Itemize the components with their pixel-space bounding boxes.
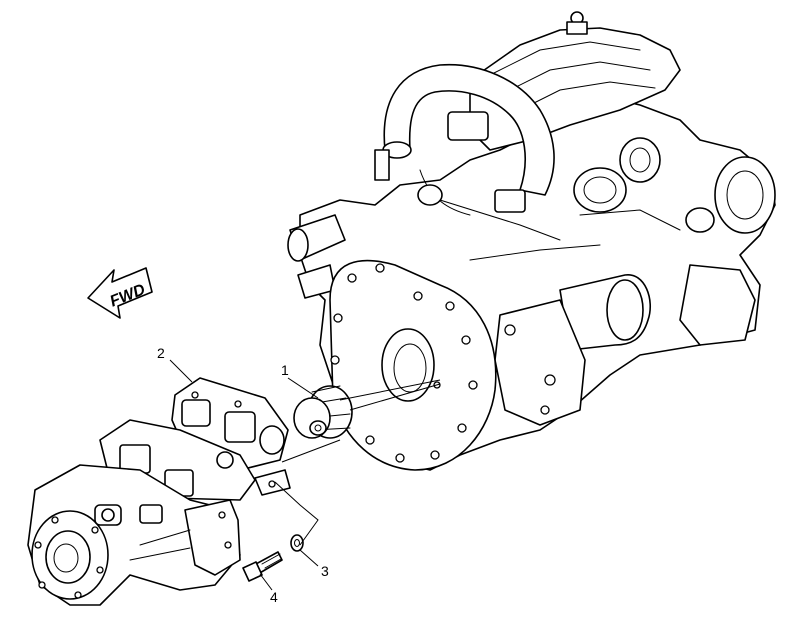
callout-1: 1 xyxy=(281,362,289,378)
callout-4: 4 xyxy=(270,589,278,605)
hydraulic-pump xyxy=(27,377,291,606)
fwd-direction-arrow: FWD xyxy=(87,267,153,319)
bolt xyxy=(242,551,283,582)
washer xyxy=(290,534,304,552)
callout-2: 2 xyxy=(157,345,165,361)
coupling-gear xyxy=(293,385,353,439)
callout-3: 3 xyxy=(321,563,329,579)
flywheel-housing xyxy=(329,259,497,471)
